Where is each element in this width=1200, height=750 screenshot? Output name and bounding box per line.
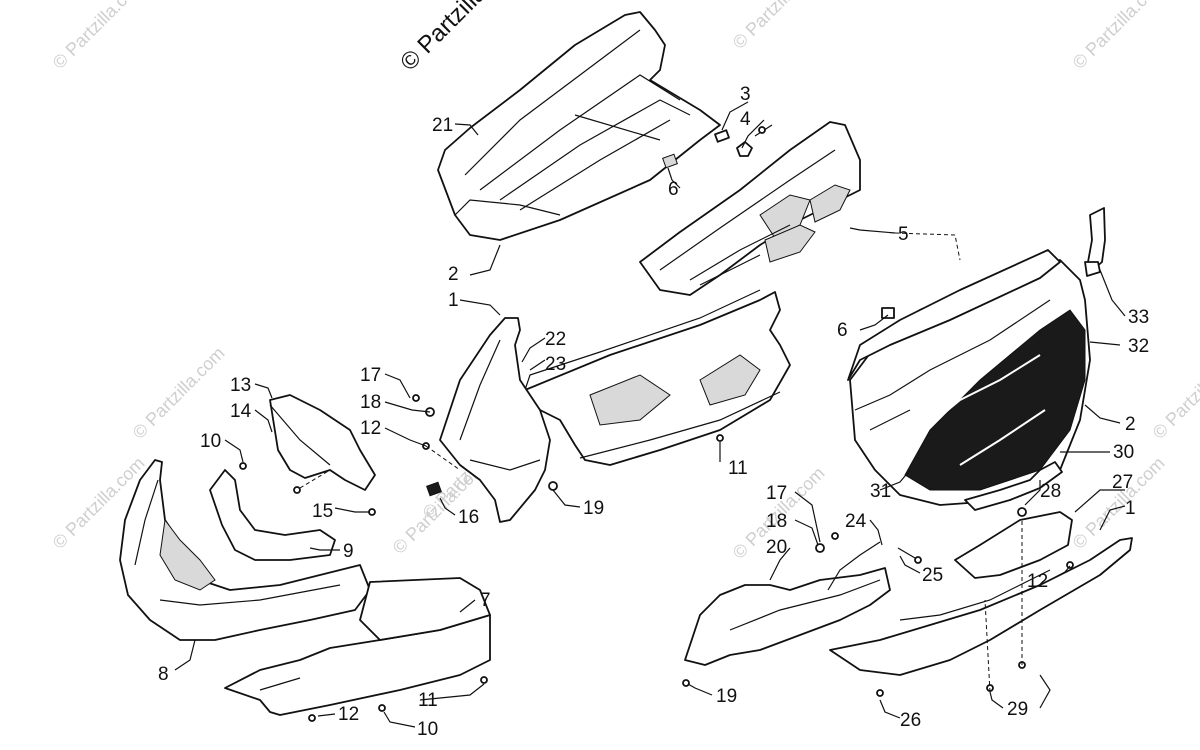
callout-14: 14 — [230, 401, 252, 422]
belly-pan-center — [524, 289, 791, 466]
fastener-3-4 — [714, 124, 773, 157]
callout-10: 10 — [417, 719, 438, 740]
callout-27: 27 — [1112, 472, 1133, 493]
callout-labels: 21 2 6 3 4 5 6 33 32 2 30 31 27 28 1 12 … — [158, 84, 1149, 740]
mount-plate — [954, 461, 1073, 579]
callout-21: 21 — [432, 115, 453, 136]
upper-nose-panel — [437, 11, 721, 241]
watermark: © Partzilla.com — [1149, 343, 1200, 443]
skid-plate-right — [829, 537, 1133, 676]
watermark: © Partzilla.com — [1069, 0, 1169, 73]
callout-19: 19 — [716, 686, 737, 707]
callout-24: 24 — [845, 511, 867, 532]
watermark: © Partzilla.com — [129, 343, 229, 443]
grille-panel — [639, 121, 861, 296]
callout-6: 6 — [668, 179, 679, 200]
fasteners — [239, 394, 1074, 722]
callout-9: 9 — [343, 541, 354, 562]
cable — [827, 541, 922, 591]
callout-13: 13 — [230, 375, 251, 396]
callout-11: 11 — [418, 690, 438, 711]
callout-17: 17 — [766, 483, 787, 504]
callout-7: 7 — [480, 590, 491, 611]
callout-12: 12 — [338, 704, 359, 725]
callout-18: 18 — [766, 511, 787, 532]
callout-12: 12 — [1027, 571, 1048, 592]
callout-2: 2 — [448, 264, 459, 285]
callout-6: 6 — [837, 320, 848, 341]
lower-brace — [209, 469, 336, 561]
callout-4: 4 — [740, 109, 751, 130]
callout-12: 12 — [360, 418, 381, 439]
skid-plate-left — [224, 577, 491, 716]
callout-1: 1 — [448, 290, 459, 311]
callout-31: 31 — [870, 481, 891, 502]
callout-29: 29 — [1007, 699, 1028, 720]
callout-19: 19 — [583, 498, 604, 519]
callout-30: 30 — [1113, 442, 1134, 463]
callout-18: 18 — [360, 392, 381, 413]
callout-8: 8 — [158, 664, 169, 685]
callout-33: 33 — [1128, 307, 1149, 328]
tow-handle — [1084, 207, 1106, 277]
callout-16: 16 — [458, 507, 479, 528]
callout-22: 22 — [545, 329, 566, 350]
callout-3: 3 — [740, 84, 751, 105]
callout-11: 11 — [728, 458, 748, 479]
leader-lines — [174, 101, 1126, 728]
callout-20: 20 — [766, 537, 787, 558]
callout-10: 10 — [200, 431, 221, 452]
callout-2: 2 — [1125, 414, 1136, 435]
callout-15: 15 — [312, 501, 333, 522]
watermark: © Partzilla.com — [49, 0, 149, 73]
callout-17: 17 — [360, 365, 381, 386]
callout-23: 23 — [545, 354, 566, 375]
callout-5: 5 — [898, 224, 909, 245]
callout-25: 25 — [922, 565, 943, 586]
watermark: © Partzilla.com — [1069, 453, 1169, 553]
front-nose-assembly — [847, 249, 1091, 506]
left-nose-bumper — [119, 459, 371, 641]
watermark: © Partzilla.com — [729, 0, 829, 53]
callout-1: 1 — [1125, 498, 1136, 519]
copyright-notice: © Partzilla — [395, 0, 492, 76]
callout-26: 26 — [900, 710, 921, 731]
side-fairing-right — [684, 567, 891, 666]
callout-28: 28 — [1040, 481, 1061, 502]
left-brace — [269, 394, 376, 491]
callout-32: 32 — [1128, 336, 1149, 357]
side-fairing-center — [426, 317, 551, 523]
